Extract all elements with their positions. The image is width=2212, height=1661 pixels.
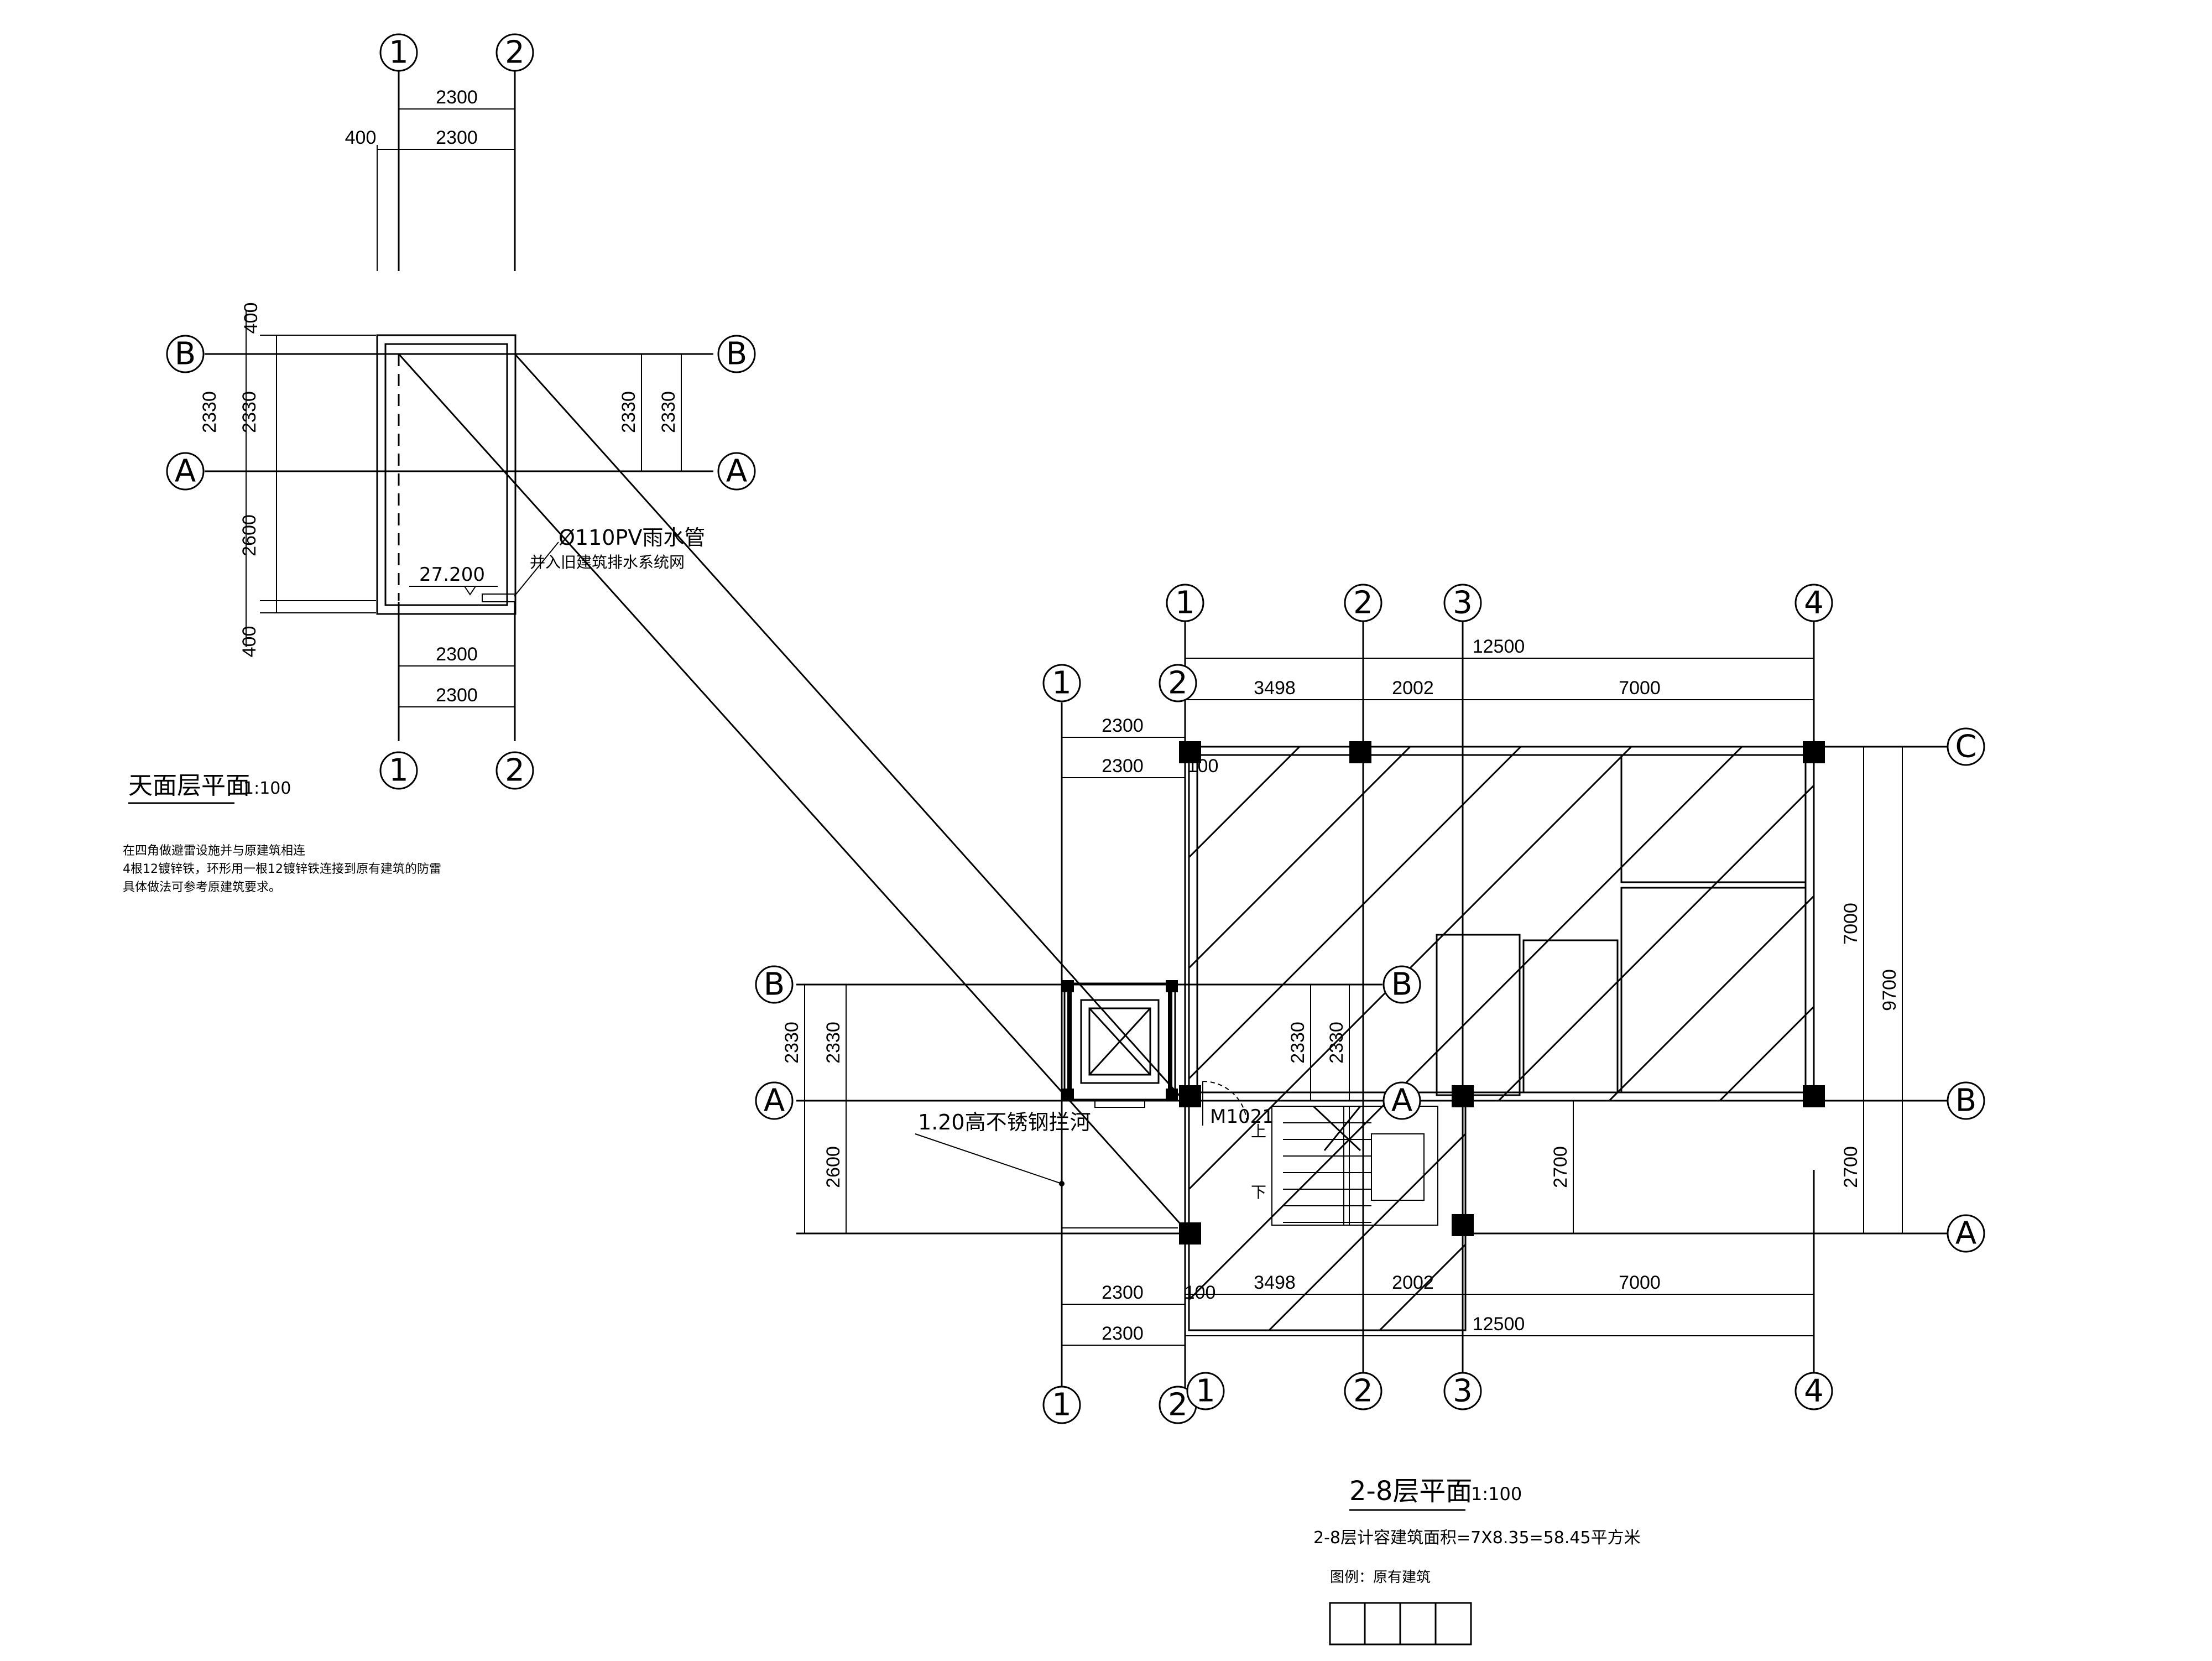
dim-text: 2300 — [1102, 1323, 1144, 1344]
area-note: 2-8层计容建筑面积=7X8.35=58.45平方米 — [1313, 1528, 1641, 1548]
dim-text: 400 — [239, 626, 260, 658]
dim-text: 3498 — [1254, 1272, 1296, 1293]
axis-bubble: B — [726, 336, 747, 372]
dim-text: 2600 — [239, 514, 260, 556]
axis-bubble: 3 — [1453, 1373, 1473, 1409]
roof-plan-title: 天面层平面 — [128, 772, 250, 800]
axis-bubble: B — [764, 967, 785, 1003]
axis-bubble: A — [1391, 1083, 1412, 1119]
dim-text: 2700 — [1550, 1146, 1571, 1188]
axis-bubble: A — [175, 454, 196, 490]
dim-text: 400 — [241, 303, 262, 334]
axis-bubble: 1 — [1052, 1387, 1072, 1423]
dim-text: 2600 — [823, 1146, 844, 1188]
dim-text: 12500 — [1473, 1314, 1525, 1335]
roof-elevation: 27.200 — [419, 564, 485, 586]
dim-text: 2300 — [1102, 1282, 1144, 1303]
axis-bubble: 1 — [1196, 1373, 1215, 1409]
dim-text: 2300 — [436, 644, 478, 665]
roof-plan: 27.200 Ø110PV雨水管 并入旧建筑排水系统网 2300 2300 40… — [123, 33, 1190, 1235]
dim-text: 400 — [345, 127, 377, 148]
axis-bubble: 1 — [1175, 585, 1195, 621]
axis-bubble: 4 — [1804, 1373, 1824, 1409]
floor-plan: 上 下 M1021 1.20高不锈钢拦河 12500 3498 2002 700… — [755, 584, 1985, 1646]
axis-bubble: A — [1955, 1216, 1976, 1252]
axis-bubble: 3 — [1453, 585, 1473, 621]
axis-bubble: 1 — [389, 35, 409, 71]
axis-bubble: 2 — [505, 753, 525, 789]
dim-text: 2330 — [618, 391, 639, 433]
roof-note-line: 具体做法可参考原建筑要求。 — [123, 881, 281, 894]
floor-plan-title: 2-8层平面 — [1349, 1476, 1472, 1507]
axis-bubble: B — [1955, 1083, 1976, 1119]
dim-text: 2330 — [1326, 1022, 1347, 1064]
dim-text: 2300 — [1102, 715, 1144, 736]
axis-bubble: A — [726, 454, 747, 490]
dim-text: 2300 — [436, 127, 478, 148]
dim-text: 2300 — [1102, 756, 1144, 777]
dim-text: 2330 — [1287, 1022, 1308, 1064]
roof-plan-scale: 1:100 — [243, 779, 291, 798]
dim-text: 2330 — [823, 1022, 844, 1064]
dim-text: 2002 — [1392, 678, 1434, 699]
axis-bubble: B — [1391, 967, 1412, 1003]
axis-bubble: 2 — [1168, 665, 1188, 701]
dim-text: 9700 — [1879, 969, 1900, 1011]
dim-text: 2002 — [1392, 1272, 1434, 1293]
axis-bubble: 4 — [1804, 585, 1824, 621]
dim-text: 2700 — [1840, 1146, 1861, 1188]
dim-text: 2300 — [436, 87, 478, 108]
roof-note-line: 在四角做避雷设施并与原建筑相连 — [123, 844, 305, 858]
legend-swatch — [1329, 1602, 1472, 1646]
pipe-note-2: 并入旧建筑排水系统网 — [530, 553, 685, 571]
dim-text: 2330 — [199, 391, 220, 433]
dim-text: 2330 — [781, 1022, 802, 1064]
dim-text: 2300 — [436, 685, 478, 706]
door-tag: M1021 — [1210, 1106, 1274, 1128]
railing-note: 1.20高不锈钢拦河 — [918, 1110, 1091, 1134]
stair — [1271, 1105, 1438, 1226]
dim-text: 2330 — [658, 391, 679, 433]
axis-bubble: 2 — [1353, 585, 1373, 621]
floor-plan-scale: 1:100 — [1471, 1483, 1522, 1504]
axis-bubble: 2 — [1353, 1373, 1373, 1409]
axis-bubble: 2 — [1168, 1387, 1188, 1423]
roof-note-line: 4根12镀锌铁，环形用一根12镀锌铁连接到原有建筑的防雷 — [123, 862, 441, 876]
dim-text: 7000 — [1840, 903, 1861, 945]
dim-text: 2330 — [239, 391, 260, 433]
stair-up-label: 上 — [1251, 1122, 1266, 1141]
dim-text: 100 — [1185, 1282, 1216, 1303]
axis-bubble: 1 — [389, 753, 409, 789]
pipe-note-1: Ø110PV雨水管 — [559, 525, 705, 550]
dim-text: 7000 — [1619, 678, 1661, 699]
axis-bubble: B — [175, 336, 196, 372]
axis-bubble: 2 — [505, 35, 525, 71]
axis-bubble: 1 — [1052, 665, 1072, 701]
dim-text: 100 — [1187, 756, 1219, 777]
dim-text: 3498 — [1254, 678, 1296, 699]
axis-bubble: A — [764, 1083, 785, 1119]
dim-text: 7000 — [1619, 1272, 1661, 1293]
dim-text: 12500 — [1473, 636, 1525, 657]
legend-label: 图例：原有建筑 — [1330, 1569, 1431, 1586]
axis-bubble: C — [1955, 729, 1976, 765]
stair-down-label: 下 — [1251, 1183, 1266, 1201]
